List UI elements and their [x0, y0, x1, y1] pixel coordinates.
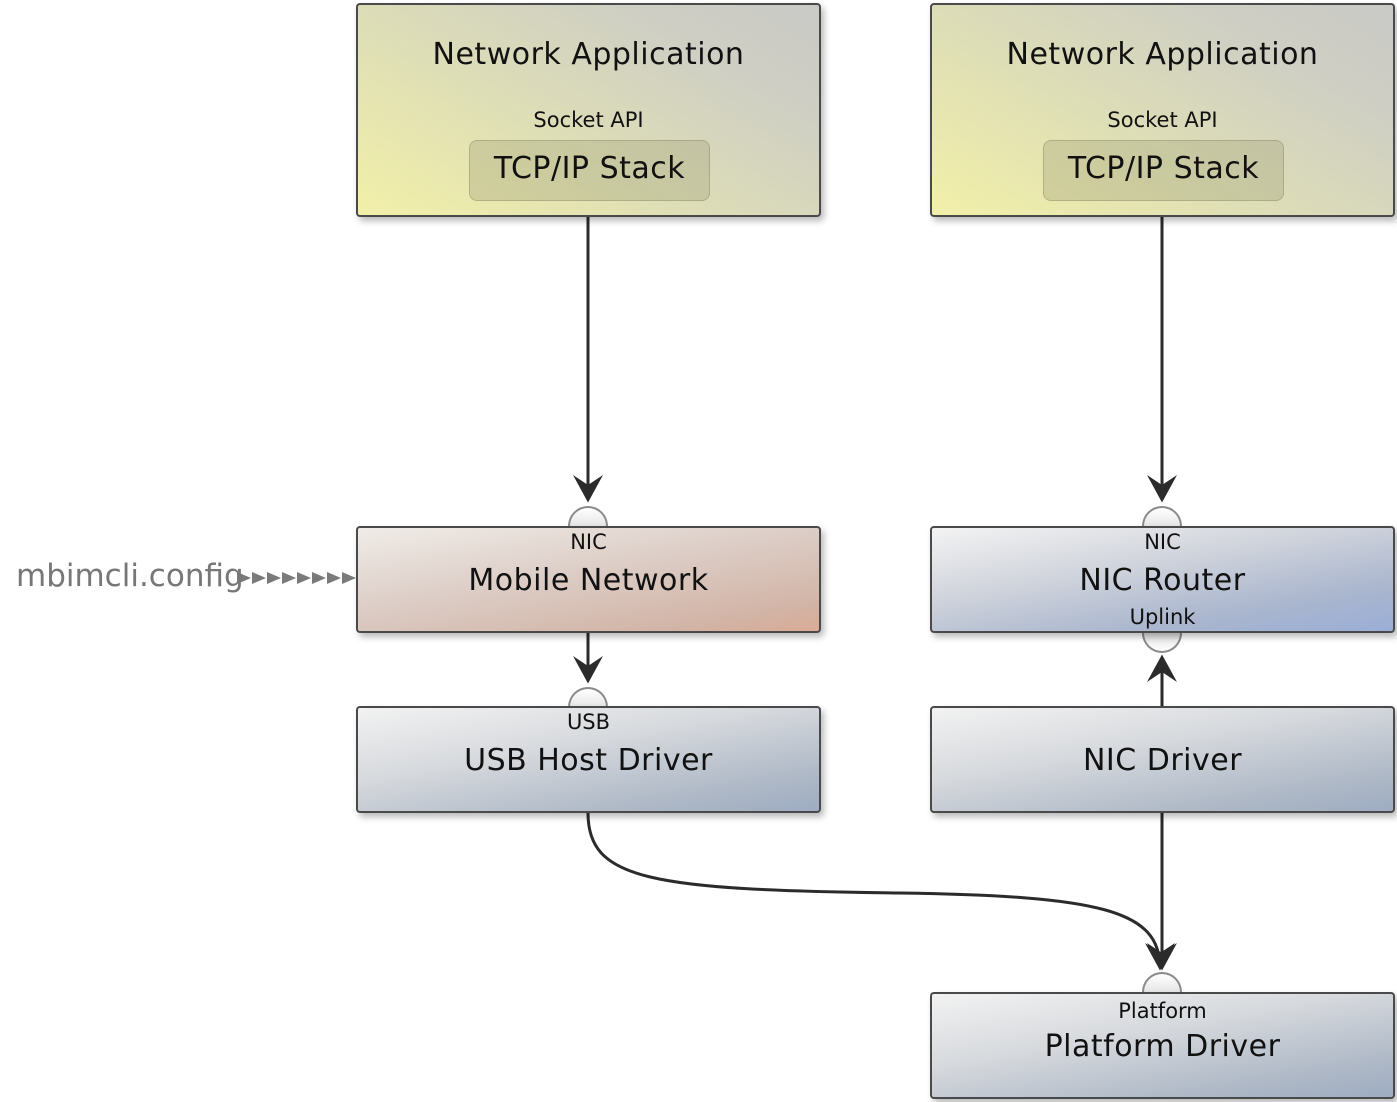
mobile-network-box[interactable]: NIC Mobile Network	[356, 526, 821, 633]
left-tcpip-stack-label: TCP/IP Stack	[493, 151, 686, 186]
platform-driver-port-label: Platform	[1118, 999, 1207, 1023]
nic-router-port-label-top: NIC	[1144, 530, 1181, 554]
config-arrowhead	[267, 572, 281, 584]
left-network-application-box[interactable]: Network Application Socket API TCP/IP St…	[356, 3, 821, 217]
platform-driver-title: Platform Driver	[1044, 1029, 1281, 1064]
mobile-network-port-label: NIC	[570, 530, 607, 554]
nic-router-title: NIC Router	[1079, 563, 1246, 598]
nic-router-box[interactable]: NIC NIC Router Uplink	[930, 526, 1395, 633]
nic-driver-box[interactable]: NIC Driver	[930, 706, 1395, 813]
wire-usb-to-platform	[586, 812, 1175, 971]
config-arrowhead	[342, 572, 356, 584]
platform-driver-box[interactable]: Platform Platform Driver	[930, 992, 1395, 1099]
config-arrowhead	[327, 572, 341, 584]
nic-router-port-label-bottom: Uplink	[1129, 605, 1196, 629]
config-arrowhead	[312, 572, 326, 584]
nic-driver-title: NIC Driver	[1082, 743, 1243, 778]
config-source-label: mbimcli.config	[16, 558, 244, 594]
mobile-network-title: Mobile Network	[468, 563, 709, 598]
usb-host-driver-title: USB Host Driver	[464, 743, 713, 778]
config-arrowhead	[297, 572, 311, 584]
right-app-title: Network Application	[1006, 37, 1319, 72]
left-app-title: Network Application	[432, 37, 745, 72]
config-arrowhead	[237, 572, 251, 584]
usb-host-driver-port-label: USB	[566, 710, 611, 734]
right-network-application-box[interactable]: Network Application Socket API TCP/IP St…	[930, 3, 1395, 217]
config-arrowhead	[282, 572, 296, 584]
usb-host-driver-box[interactable]: USB USB Host Driver	[356, 706, 821, 813]
right-socket-api-label: Socket API	[1107, 108, 1218, 132]
left-socket-api-label: Socket API	[533, 108, 644, 132]
right-tcpip-stack-label: TCP/IP Stack	[1067, 151, 1260, 186]
left-tcpip-stack-box[interactable]: TCP/IP Stack	[469, 140, 710, 201]
right-tcpip-stack-box[interactable]: TCP/IP Stack	[1043, 140, 1284, 201]
config-arrowhead	[252, 572, 266, 584]
